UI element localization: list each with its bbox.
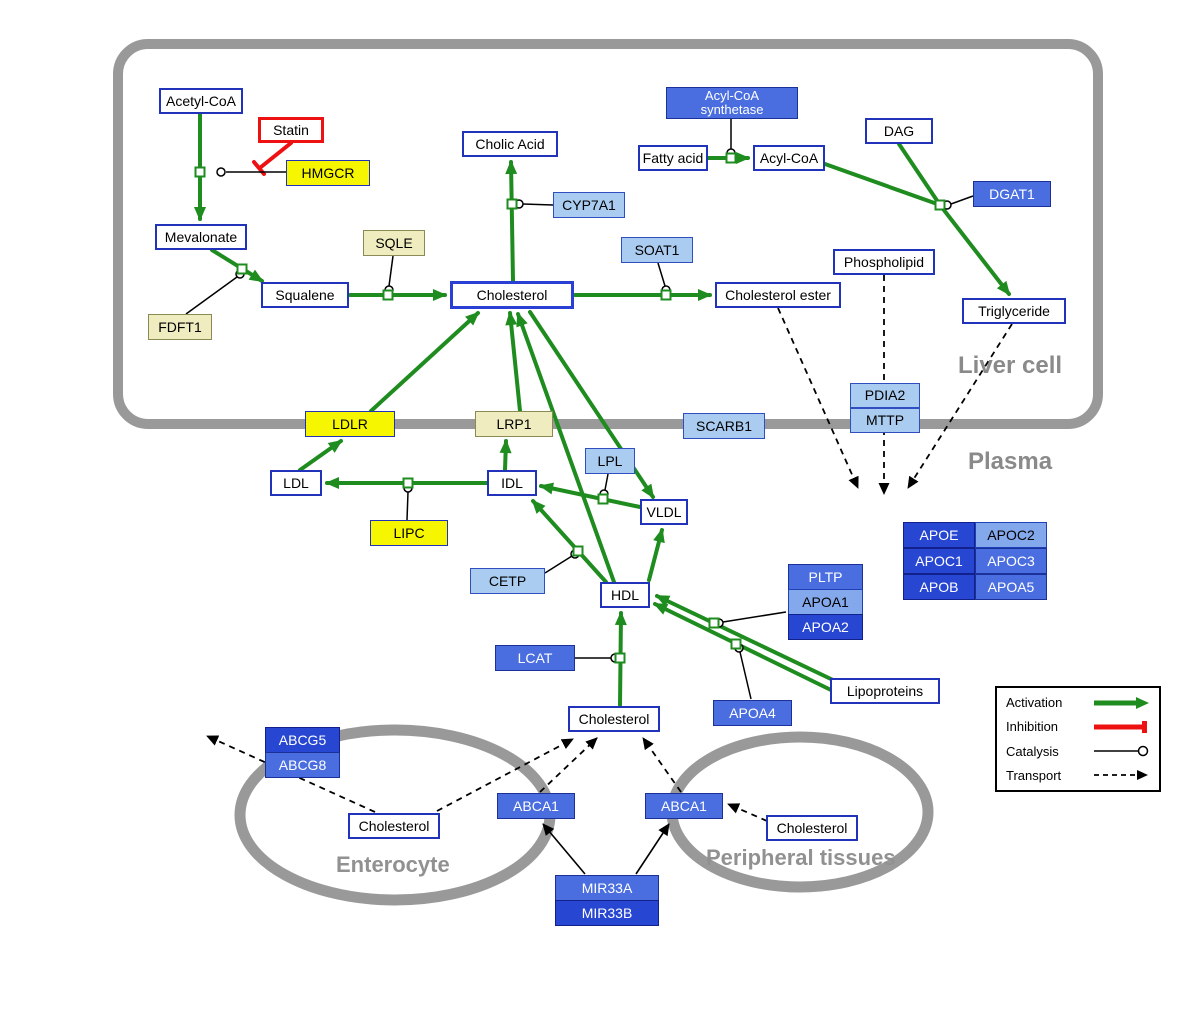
node-acyl-coa[interactable]: Acyl-CoA <box>753 145 825 171</box>
node-fdft1[interactable]: FDFT1 <box>148 314 212 340</box>
node-lipoproteins[interactable]: Lipoproteins <box>830 678 940 704</box>
node-abcg8[interactable]: ABCG8 <box>265 752 340 778</box>
node-cetp[interactable]: CETP <box>470 568 545 594</box>
node-vldl[interactable]: VLDL <box>640 499 688 525</box>
node-squalene[interactable]: Squalene <box>261 282 349 308</box>
legend-transport-label: Transport <box>1006 767 1062 783</box>
node-phospholipid[interactable]: Phospholipid <box>833 249 935 275</box>
node-pltp[interactable]: PLTP <box>788 564 863 590</box>
node-cholesterol-liver[interactable]: Cholesterol <box>450 281 574 309</box>
inhibition-tbar-icon <box>1094 720 1147 733</box>
node-dgat1[interactable]: DGAT1 <box>973 181 1051 207</box>
node-pdia2[interactable]: PDIA2 <box>850 383 920 408</box>
node-mir33a[interactable]: MIR33A <box>555 875 659 901</box>
node-apoa4[interactable]: APOA4 <box>713 700 792 726</box>
node-apob[interactable]: APOB <box>903 574 975 600</box>
node-triglyceride[interactable]: Triglyceride <box>962 298 1066 324</box>
node-mevalonate[interactable]: Mevalonate <box>155 224 247 250</box>
enterocyte-label: Enterocyte <box>336 852 450 877</box>
node-apoc1[interactable]: APOC1 <box>903 548 975 574</box>
node-apoe[interactable]: APOE <box>903 522 975 548</box>
node-sqle[interactable]: SQLE <box>363 230 425 256</box>
node-hmgcr[interactable]: HMGCR <box>286 160 370 186</box>
transport-arrow-icon <box>1094 770 1148 781</box>
node-abcg5[interactable]: ABCG5 <box>265 727 340 753</box>
node-acetyl-coa-liver[interactable]: Acetyl-CoA <box>159 88 243 114</box>
activation-arrow-icon <box>1094 696 1149 709</box>
node-soat1[interactable]: SOAT1 <box>621 237 693 263</box>
node-cholesterol-enterocyte[interactable]: Cholesterol <box>348 813 440 839</box>
plasma-label: Plasma <box>968 448 1053 475</box>
node-apoc2[interactable]: APOC2 <box>975 522 1047 548</box>
node-hdl[interactable]: HDL <box>600 582 650 608</box>
catalysis-edges <box>185 117 974 700</box>
node-lrp1[interactable]: LRP1 <box>475 411 553 437</box>
node-apoc3[interactable]: APOC3 <box>975 548 1047 574</box>
mir33-edges <box>542 823 670 875</box>
legend-catalysis-label: Catalysis <box>1006 743 1059 759</box>
node-fatty-acid[interactable]: Fatty acid <box>638 145 708 171</box>
legend-inhibition-label: Inhibition <box>1006 719 1059 735</box>
node-mttp[interactable]: MTTP <box>850 408 920 433</box>
catalysis-circle-icon <box>1094 745 1149 757</box>
node-statin[interactable]: Statin <box>258 117 324 143</box>
node-apoa5[interactable]: APOA5 <box>975 574 1047 600</box>
node-abca1-left[interactable]: ABCA1 <box>497 793 575 819</box>
node-lpl[interactable]: LPL <box>585 448 635 474</box>
node-cholesterol-peripheral[interactable]: Cholesterol <box>766 815 858 841</box>
node-mir33b[interactable]: MIR33B <box>555 900 659 926</box>
node-acyl-coa-synthetase[interactable]: Acyl-CoA synthetase <box>666 87 798 119</box>
node-cyp7a1[interactable]: CYP7A1 <box>553 192 625 218</box>
node-dag[interactable]: DAG <box>865 118 933 144</box>
node-lipc[interactable]: LIPC <box>370 520 448 546</box>
node-lcat[interactable]: LCAT <box>495 645 575 671</box>
node-scarb1[interactable]: SCARB1 <box>683 413 765 439</box>
node-abca1-right[interactable]: ABCA1 <box>645 793 723 819</box>
liver-cell-label: Liver cell <box>958 352 1063 379</box>
legend: Activation Inhibition Catalysis Transpor… <box>995 686 1161 792</box>
legend-activation-label: Activation <box>1006 695 1063 710</box>
node-apoa2[interactable]: APOA2 <box>788 614 863 640</box>
liver-cell-outline <box>113 39 1103 429</box>
node-apoa1[interactable]: APOA1 <box>788 589 863 615</box>
node-cholesterol-plasma[interactable]: Cholesterol <box>568 706 660 732</box>
node-ldlr[interactable]: LDLR <box>305 411 395 437</box>
node-cholic-acid[interactable]: Cholic Acid <box>462 131 558 157</box>
node-cholesterol-ester[interactable]: Cholesterol ester <box>715 282 841 308</box>
peripheral-tissues-label: Peripheral tissues <box>706 845 896 870</box>
node-idl[interactable]: IDL <box>487 470 537 496</box>
node-ldl[interactable]: LDL <box>270 470 322 496</box>
reaction-nodes <box>194 152 946 664</box>
